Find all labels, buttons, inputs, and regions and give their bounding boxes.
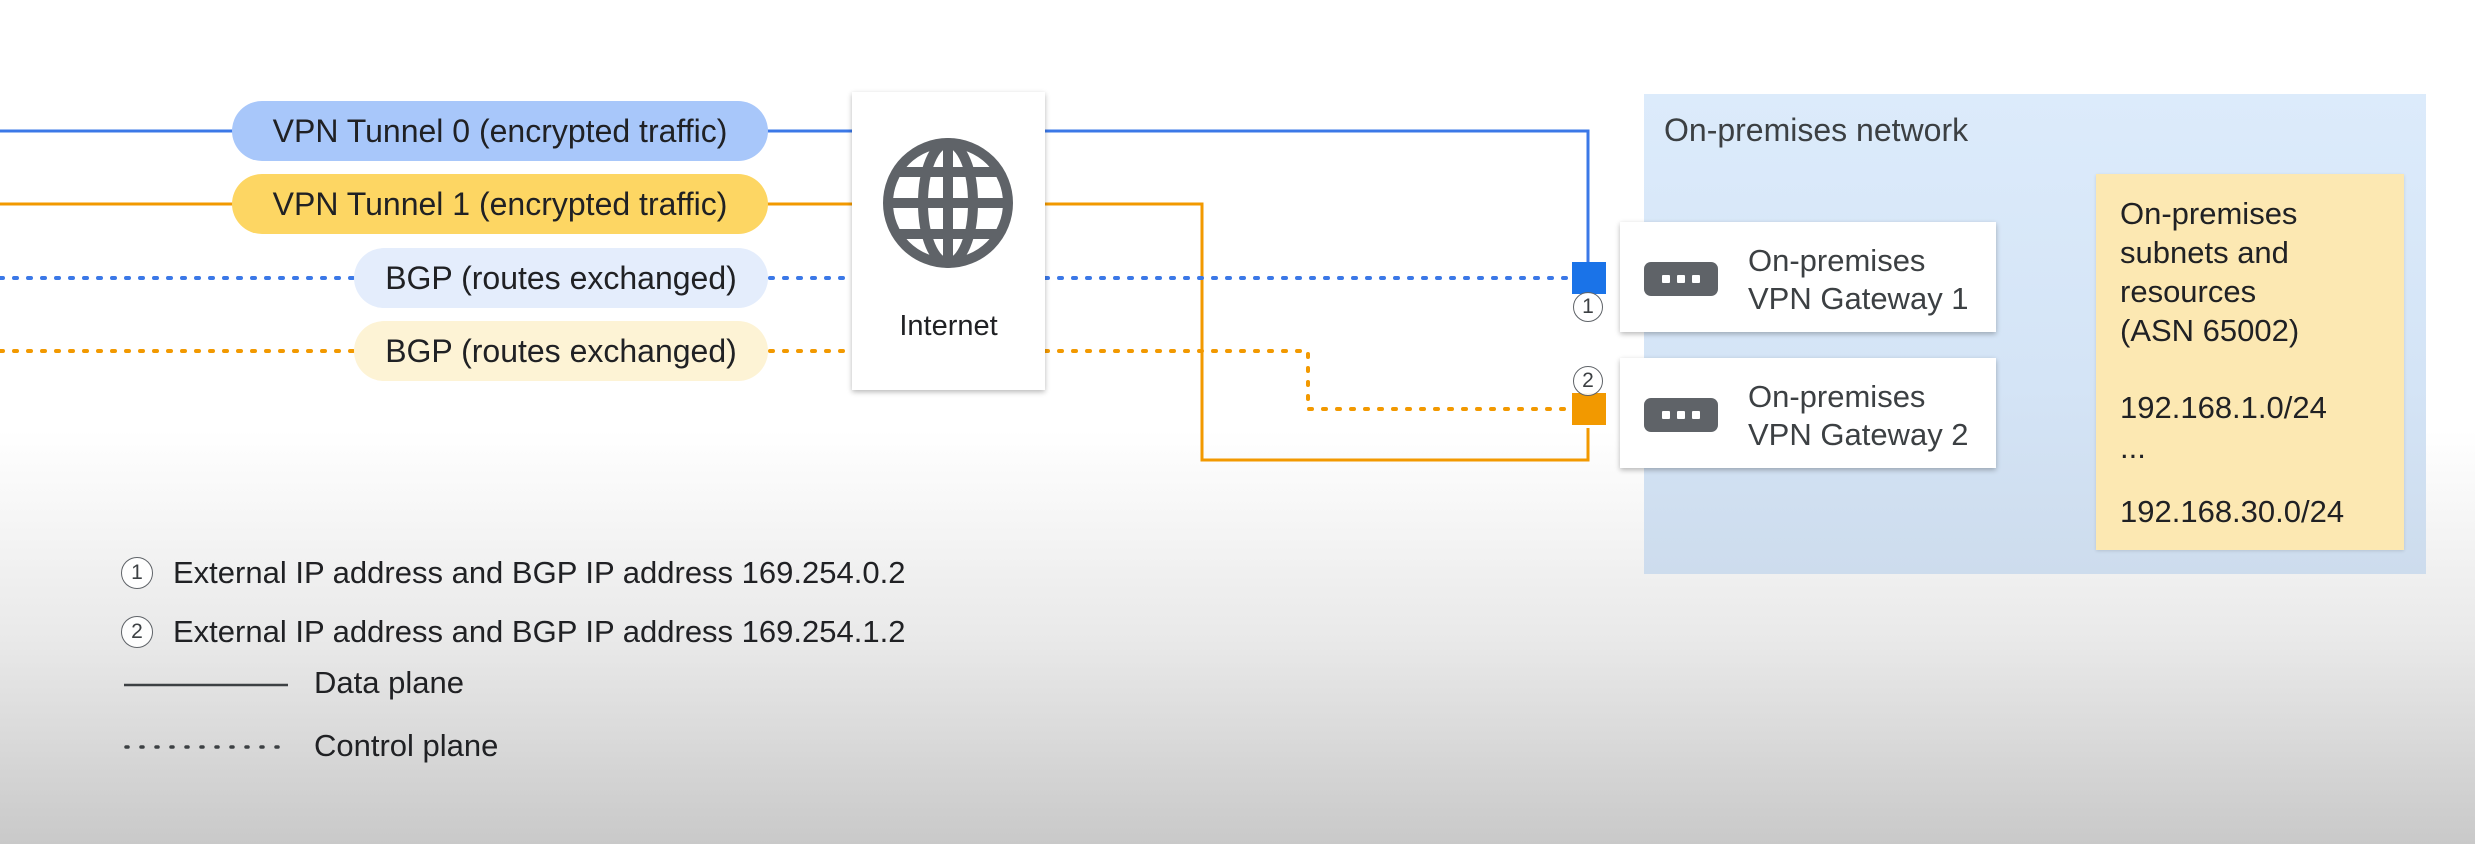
onprem-subnets: On-premises subnets and resources (ASN 6… [2096, 174, 2404, 550]
tunnel1-pill: VPN Tunnel 1 (encrypted traffic) [232, 174, 768, 234]
tunnel0-pill: VPN Tunnel 0 (encrypted traffic) [232, 101, 768, 161]
onprem-vpn-gateway-1: On-premises VPN Gateway 1 [1620, 222, 1996, 332]
internet-label: Internet [899, 310, 998, 342]
onprem-vpn-gateway-2: On-premises VPN Gateway 2 [1620, 358, 1996, 468]
onprem-title: On-premises network [1664, 112, 1969, 148]
gateway2-connector [1572, 393, 1606, 425]
vpn-gateway-icon [1644, 398, 1718, 432]
subnets-title: On-premises subnets and resources (ASN 6… [2120, 196, 2300, 348]
internet-node: Internet [852, 92, 1045, 390]
legend-control-plane: Control plane [314, 728, 499, 763]
globe-icon [883, 138, 1013, 268]
legend-num-2: 2 [121, 616, 153, 648]
tunnel1-label: VPN Tunnel 1 (encrypted traffic) [272, 185, 728, 222]
subnet-range-2: 192.168.30.0/24 [2120, 494, 2345, 529]
tunnel1-line-right [1045, 202, 1590, 462]
legend-num-1: 1 [121, 557, 153, 589]
tunnel0-label: VPN Tunnel 0 (encrypted traffic) [272, 112, 728, 149]
tunnel0-line-right [1045, 129, 1590, 262]
bgp1-line-right [1043, 349, 1574, 411]
bgp0-label: BGP (routes exchanged) [385, 259, 737, 296]
subnet-ellipsis: ... [2120, 430, 2146, 465]
bgp1-pill: BGP (routes exchanged) [354, 321, 768, 381]
gateway1-connector [1572, 262, 1606, 294]
marker-1: 1 [1573, 292, 1603, 322]
subnet-range-1: 192.168.1.0/24 [2120, 390, 2327, 425]
bgp1-label: BGP (routes exchanged) [385, 332, 737, 369]
legend-item-2: External IP address and BGP IP address 1… [173, 614, 906, 649]
legend-data-plane: Data plane [314, 665, 464, 700]
bgp0-pill: BGP (routes exchanged) [354, 248, 768, 308]
legend-item-1: External IP address and BGP IP address 1… [173, 555, 906, 590]
marker-2: 2 [1573, 366, 1603, 396]
gateway1-label: On-premises VPN Gateway 1 [1748, 243, 1969, 316]
vpn-gateway-icon [1644, 262, 1718, 296]
gateway2-label: On-premises VPN Gateway 2 [1748, 379, 1969, 452]
